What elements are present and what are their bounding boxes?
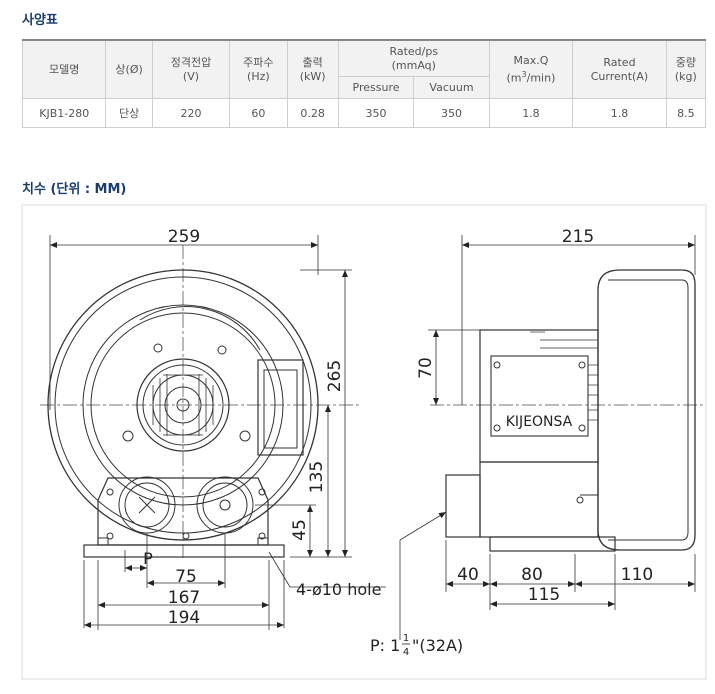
side-motor [479,329,599,463]
side-base [489,536,616,552]
svg-text:4: 4 [403,647,409,658]
header-phase: 상(Ø) [105,39,153,99]
dimensions-title: 치수 (단위 : MM) [22,182,127,197]
dim-center-height: 135 [307,461,327,493]
dim-110: 110 [621,565,653,585]
cell-output: 0.28 [286,98,339,128]
header-weight: 중량(kg) [665,39,707,99]
cell-max-q: 1.8 [488,98,574,128]
cell-phase: 단상 [105,98,153,128]
dim-80: 80 [521,565,543,585]
header-voltage: 정격전압(V) [151,39,231,99]
header-output: 출력(kW) [286,39,339,99]
svg-text:P: 1: P: 1 [370,636,400,655]
dim-base-inner: 167 [168,588,200,608]
drawing-frame [21,204,707,680]
cell-frequency: 60 [229,98,288,128]
base-plate [83,544,285,558]
header-pressure: Pressure [337,76,415,99]
terminal-box [257,359,304,456]
fan-cover [136,358,230,452]
housing-outer [47,269,319,541]
port-size-note: P: 1 1 4 "(32A) [370,633,463,658]
cell-voltage: 220 [151,98,231,128]
cell-pressure: 350 [337,98,415,128]
dim-front-width: 259 [168,227,200,247]
cell-current: 1.8 [572,98,667,128]
header-model: 모델명 [21,39,107,99]
table-row: KJB1-280 단상 220 60 0.28 350 350 1.8 1.8 … [21,98,707,128]
dim-front-height: 265 [325,360,345,392]
spec-table-title: 사양표 [22,13,58,28]
cell-model: KJB1-280 [21,98,107,128]
front-view: 259 265 135 45 P 75 167 194 4-ø10 hole [40,227,386,630]
dim-40: 40 [457,565,479,585]
header-rated: Rated/ps(mmAq) [337,39,490,77]
spec-table: 모델명 상(Ø) 정격전압(V) 주파수(Hz) 출력(kW) Rated/ps… [21,39,707,128]
cell-vacuum: 350 [413,98,490,128]
dim-base-outer: 194 [168,608,200,628]
svg-text:1: 1 [403,633,409,644]
brand-label: KIJEONSA [506,414,573,430]
header-max-q: Max.Q(m3/min) [488,39,574,99]
side-housing [597,269,696,551]
hole-label: 4-ø10 hole [296,580,381,599]
header-vacuum: Vacuum [413,76,490,99]
terminal-box-side [490,355,589,437]
side-view: KIJEONSA 215 70 40 80 110 11 [370,227,706,658]
side-port [445,474,481,538]
dim-motor-offset: 70 [416,357,436,379]
dim-side-depth: 215 [562,227,594,247]
dim-115: 115 [528,585,560,605]
dim-port-spacing: 75 [175,567,197,587]
svg-text:"(32A): "(32A) [412,636,463,655]
dim-port-height: 45 [290,519,310,541]
header-frequency: 주파수(Hz) [229,39,288,99]
cell-weight: 8.5 [665,98,707,128]
dim-port-label: P [143,549,153,568]
dimension-drawing: 259 265 135 45 P 75 167 194 4-ø10 hole K… [21,204,707,680]
